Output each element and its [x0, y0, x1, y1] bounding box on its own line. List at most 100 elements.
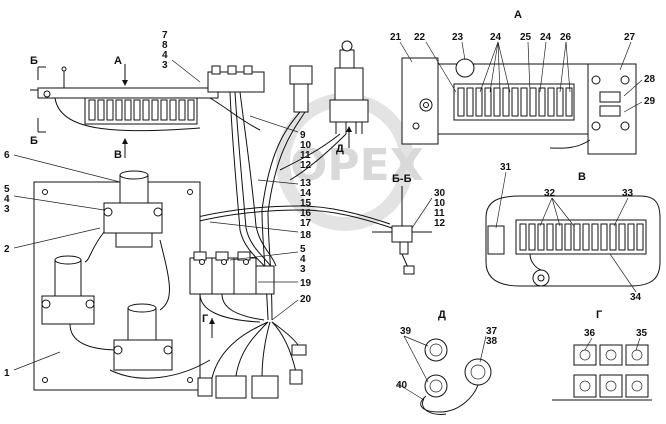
- fuse-slot: [600, 223, 608, 251]
- mounting-panel: [33, 170, 211, 391]
- callout-15: 15: [300, 198, 312, 209]
- relay-block: [189, 251, 275, 323]
- fuse-slot: [133, 99, 141, 121]
- callout-4-mid: 4: [300, 254, 306, 265]
- label-d-view: Д: [438, 309, 446, 321]
- callout-17: 17: [300, 218, 312, 229]
- callout-16: 16: [300, 208, 312, 219]
- fuse-slot: [142, 99, 150, 121]
- label-b-top: Б: [30, 55, 38, 67]
- fuse-slot: [484, 87, 492, 117]
- callout-28: 28: [644, 74, 656, 85]
- fuse-slot: [537, 223, 545, 251]
- fuse-slot: [160, 99, 168, 121]
- callout-20: 20: [300, 294, 312, 305]
- fuse-slot: [88, 99, 96, 121]
- fuse-slot: [565, 87, 573, 117]
- fuse-slot: [124, 99, 132, 121]
- callout-32: 32: [544, 188, 556, 199]
- label-bb: Б-Б: [392, 173, 412, 185]
- fuse-slot: [555, 223, 563, 251]
- label-v-arrow: В: [114, 149, 122, 161]
- callout-27: 27: [624, 32, 636, 43]
- fuse-slot: [528, 223, 536, 251]
- section-bb: Б-Б: [372, 173, 432, 275]
- fuse-slot: [538, 87, 546, 117]
- fuse-slot: [187, 99, 195, 121]
- label-g-arrow: Г: [202, 313, 209, 325]
- callout-9: 9: [300, 130, 306, 141]
- callout-38: 38: [486, 336, 498, 347]
- callout-1: 1: [4, 368, 10, 379]
- callout-11a: 11: [300, 150, 311, 161]
- fuse-slot: [493, 87, 501, 117]
- view-v-assembly: В: [485, 171, 661, 287]
- label-d-arrow: Д: [336, 143, 344, 155]
- callout-22: 22: [414, 32, 426, 43]
- fuse-slot: [609, 223, 617, 251]
- callout-numbers: 1 2 6 5 4 3 7 8 4 3 9 10 11 12 13 14 15 …: [4, 30, 656, 391]
- fuse-slot: [591, 223, 599, 251]
- watermark-text: OPEX: [290, 140, 424, 191]
- fuse-slot: [564, 223, 572, 251]
- callout-7: 7: [162, 30, 168, 41]
- fuse-slot: [151, 99, 159, 121]
- callout-31: 31: [500, 162, 512, 173]
- callout-37: 37: [486, 326, 498, 337]
- callout-5-left: 5: [4, 184, 10, 195]
- callout-19: 19: [300, 278, 312, 289]
- fuse-slot: [502, 87, 510, 117]
- callout-23: 23: [452, 32, 464, 43]
- callout-36: 36: [584, 328, 596, 339]
- fuse-slot: [115, 99, 123, 121]
- fuse-slot: [475, 87, 483, 117]
- callout-25: 25: [520, 32, 532, 43]
- fuse-slot: [546, 223, 554, 251]
- callout-40: 40: [396, 380, 408, 391]
- label-a-top: А: [514, 9, 522, 21]
- callout-24b: 24: [540, 32, 552, 43]
- callout-5-mid: 5: [300, 244, 306, 255]
- callout-11b: 11: [434, 208, 445, 219]
- view-a-assembly: А: [401, 9, 637, 155]
- callout-3-mid: 3: [300, 264, 306, 275]
- fuse-slot: [178, 99, 186, 121]
- fuse-slot: [529, 87, 537, 117]
- callout-34: 34: [630, 292, 642, 303]
- fuse-slot: [582, 223, 590, 251]
- callout-18: 18: [300, 230, 312, 241]
- label-b-bottom: Б: [30, 135, 38, 147]
- view-d-assembly: Д: [420, 309, 492, 415]
- connectors-bottom: Г: [197, 313, 307, 399]
- callout-3-left: 3: [4, 204, 10, 215]
- callout-12a: 12: [300, 160, 312, 171]
- callout-24a: 24: [490, 32, 502, 43]
- callout-4-left: 4: [4, 194, 10, 205]
- view-g-assembly: Г: [552, 309, 652, 401]
- callout-10b: 10: [434, 198, 446, 209]
- fuse-slot: [520, 87, 528, 117]
- callout-10a: 10: [300, 140, 312, 151]
- fuse-slot: [511, 87, 519, 117]
- callout-30: 30: [434, 188, 446, 199]
- ignition-switch: Д: [289, 40, 369, 155]
- label-g-view: Г: [596, 309, 603, 321]
- callout-12b: 12: [434, 218, 446, 229]
- callout-29: 29: [644, 96, 656, 107]
- callout-2: 2: [4, 244, 10, 255]
- view-arrows-left: А В: [114, 55, 128, 161]
- fuse-slot: [169, 99, 177, 121]
- fuse-slot: [618, 223, 626, 251]
- callout-39: 39: [400, 326, 412, 337]
- fuse-slot: [547, 87, 555, 117]
- fuse-slot: [106, 99, 114, 121]
- callout-35: 35: [636, 328, 648, 339]
- label-a-arrow: А: [114, 55, 122, 67]
- callout-6: 6: [4, 150, 10, 161]
- leader-lines: [13, 41, 643, 401]
- callout-13: 13: [300, 178, 312, 189]
- fuse-strip-main: [30, 65, 265, 132]
- fuse-slot: [466, 87, 474, 117]
